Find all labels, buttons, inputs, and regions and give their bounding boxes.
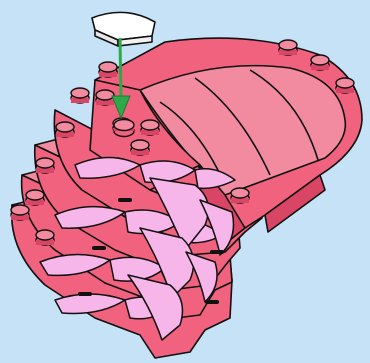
target-stud bbox=[114, 120, 134, 137]
